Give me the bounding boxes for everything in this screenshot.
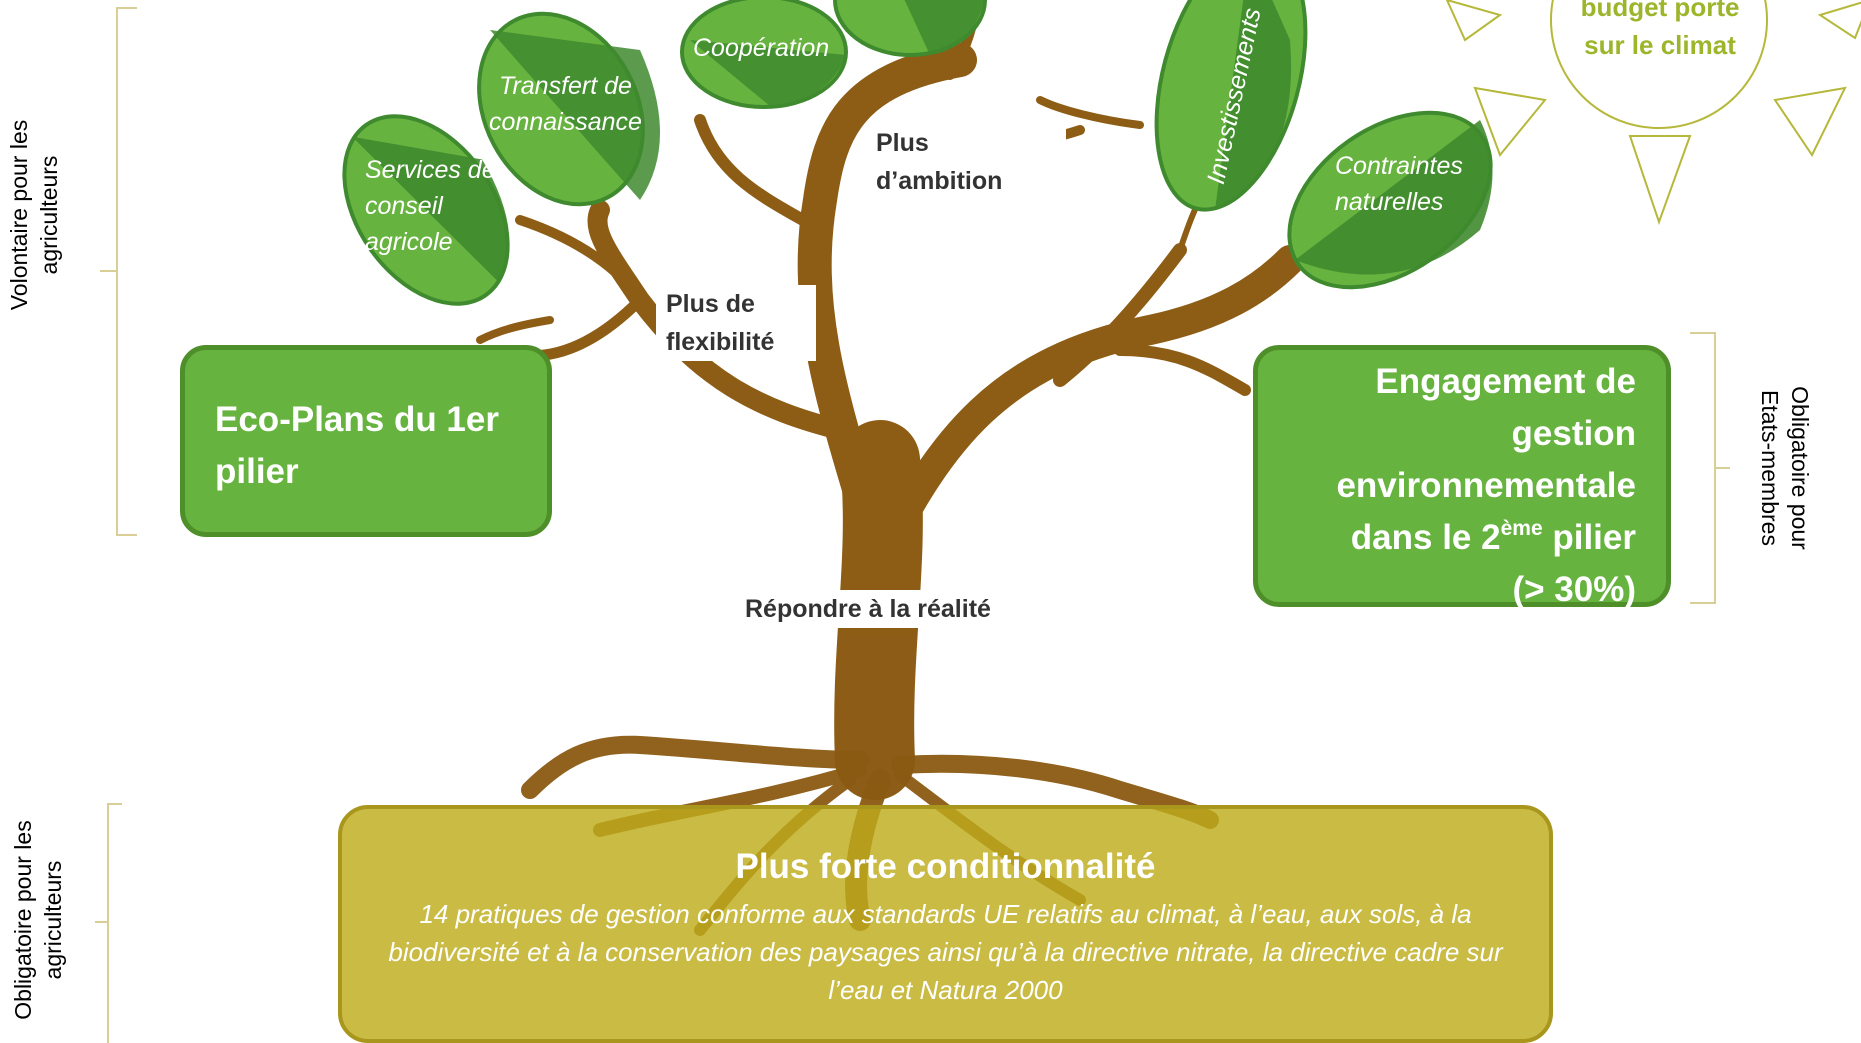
sun-text: budget porte sur le climat — [1580, 0, 1740, 60]
eco-plans-text: Eco-Plans du 1er pilier — [215, 400, 499, 491]
leaf-contraintes-label: Contraintes naturelles — [1335, 152, 1463, 216]
plus-flexibilite-label: Plus de flexibilité — [656, 285, 816, 361]
engagement-line-4-sup: ème — [1500, 517, 1543, 540]
plus-ambition-label: Plus d’ambition — [866, 124, 1066, 200]
leaf-contraintes — [1287, 110, 1493, 290]
left-bottom-bracket — [95, 803, 122, 1043]
leaf-investissements — [1154, 0, 1308, 212]
plus-flexibilite-text: Plus de flexibilité — [666, 290, 775, 356]
engagement-line-3: environnementale — [1336, 466, 1636, 505]
right-bracket — [1690, 332, 1730, 604]
leaf-cooperation-label: Coopération — [693, 34, 830, 62]
mandatory-member-states-label: Obligatoire pour Etats-membres — [1757, 386, 1813, 550]
sun-icon — [1445, 0, 1861, 226]
leaf-transfert-label: Transfert de connaissance — [489, 72, 642, 136]
engagement-line-5: (> 30%) — [1512, 570, 1636, 609]
mandatory-farmers-label: Obligatoire pour les agriculteurs — [10, 820, 66, 1020]
leaf-transfert — [477, 11, 660, 207]
engagement-line-1: Engagement de — [1375, 362, 1636, 401]
leaf-cooperation — [680, 0, 848, 109]
engagement-line-4-pre: dans le 2 — [1350, 518, 1501, 557]
engagement-line-4-post: pilier — [1542, 518, 1636, 557]
conditionality-description: 14 pratiques de gestion conforme aux sta… — [388, 899, 1503, 1005]
plus-ambition-text: Plus d’ambition — [876, 129, 1003, 195]
conditionality-title: Plus forte conditionnalité — [735, 847, 1156, 886]
conditionality-box: Plus forte conditionnalité 14 pratiques … — [338, 805, 1553, 1043]
leaf-services — [342, 114, 510, 306]
repondre-realite-label: Répondre à la réalité — [735, 590, 1001, 628]
left-top-bracket — [100, 7, 137, 536]
engagement-box: Engagement de gestion environnementale d… — [1253, 345, 1671, 609]
eco-plans-box: Eco-Plans du 1er pilier — [180, 345, 552, 537]
voluntary-farmers-label: Volontaire pour les agriculteurs — [6, 119, 62, 311]
leaf-top — [833, 0, 987, 57]
engagement-line-4: dans le 2ème pilier — [1288, 512, 1636, 564]
engagement-line-2: gestion — [1511, 414, 1636, 453]
leaf-services-label: Services de conseil agricole — [365, 156, 496, 256]
